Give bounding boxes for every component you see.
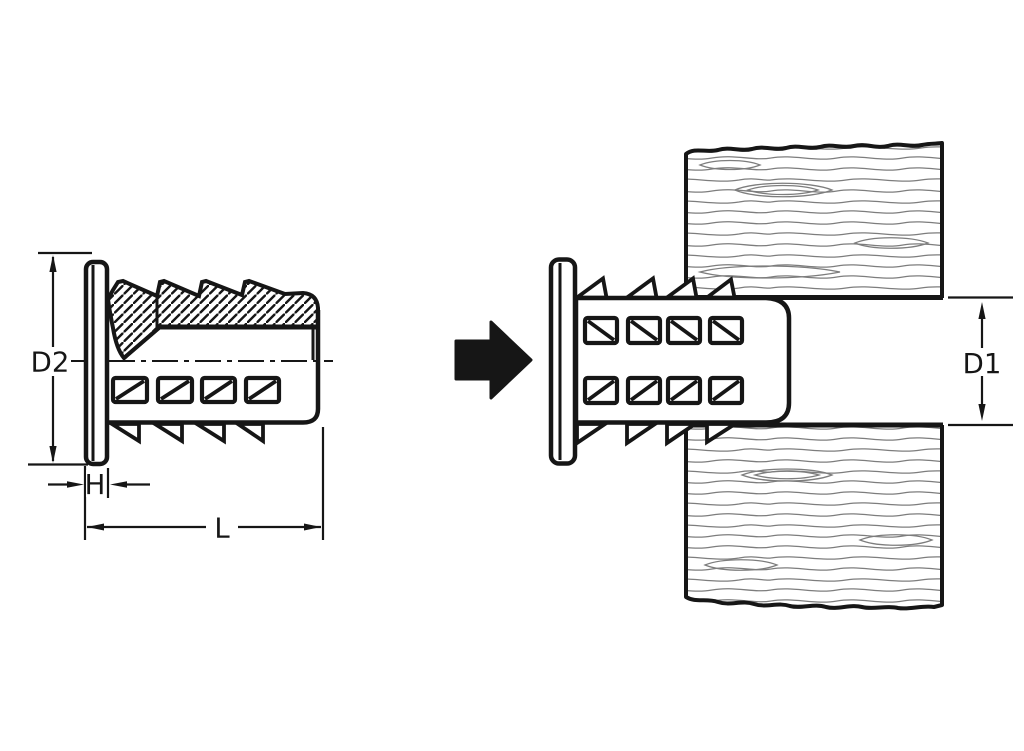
wood-grain-upper (697, 159, 930, 279)
d1-label: D1 (963, 348, 1002, 380)
barbs-top-installed (571, 275, 737, 300)
right-arrow-icon (454, 320, 533, 400)
d2-label: D2 (31, 347, 70, 379)
hatched-section-wall (105, 278, 320, 361)
dimension-l: L (87, 427, 325, 545)
dimension-d2: D2 (28, 251, 92, 466)
insert-body-contour (107, 310, 321, 425)
flange-installed (548, 257, 578, 466)
l-label: L (214, 513, 230, 545)
installation-view: D1 (548, 141, 1013, 611)
flange-section (83, 259, 110, 467)
h-label: H (85, 469, 106, 501)
bore-chamfer-line (122, 325, 162, 360)
barbs-bottom-section (105, 422, 265, 445)
thread-windows-bottom-row (582, 375, 745, 406)
wood-block-upper (684, 141, 944, 298)
barbs-bottom-installed (575, 422, 742, 447)
insert-side-section-view: D2 H L (28, 251, 333, 545)
wood-grain-lower (703, 468, 934, 571)
thread-windows-top-row (582, 315, 745, 346)
dimension-h: H (48, 466, 150, 540)
dimension-d1: D1 (948, 296, 1013, 427)
thread-windows-row (110, 375, 282, 405)
wood-block-lower (684, 425, 944, 611)
